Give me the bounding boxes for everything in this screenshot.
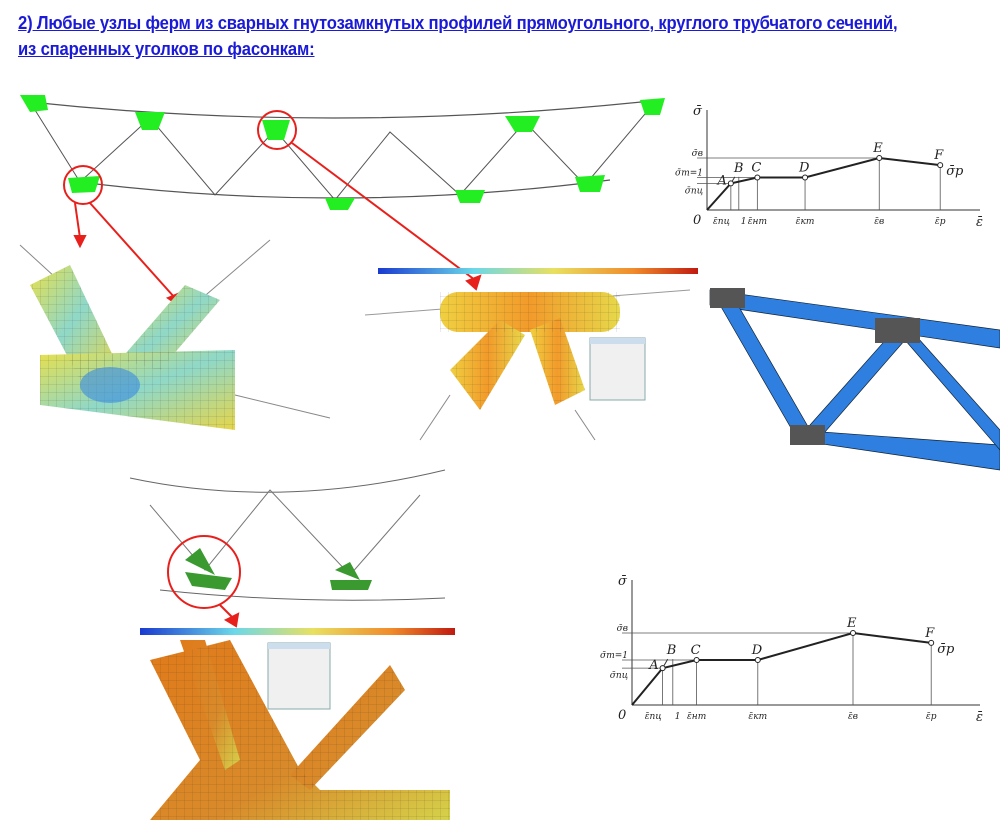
x-tick-label: ε̄кт <box>748 712 767 722</box>
point-label: C <box>691 643 701 658</box>
point-F <box>937 162 944 169</box>
x-tick-label: ε̄нт <box>687 712 706 722</box>
point-F <box>928 639 935 646</box>
point-A <box>659 665 666 672</box>
blue-truss-3d-image <box>709 288 1000 471</box>
x-tick-label: ε̄р <box>926 712 937 722</box>
x-tick-label: 1 <box>741 217 747 227</box>
title-line-2: из спаренных уголков по фасонкам: <box>18 38 315 59</box>
y-axis-label: σ̄ <box>693 104 703 119</box>
fracture-dialog <box>589 337 646 401</box>
end-label: σ̄р <box>937 642 955 657</box>
y-tick-label: σ̄в <box>617 624 628 634</box>
fe-round-tube-joint-image <box>364 268 698 441</box>
point-D <box>802 174 809 181</box>
title-line-1: 2) Любые узлы ферм из сварных гнутозамкн… <box>18 12 898 33</box>
point-E <box>850 630 856 636</box>
x-tick-label: ε̄кт <box>796 217 815 227</box>
y-tick-label: σ̄пц <box>610 671 628 681</box>
truss-nodes <box>20 95 665 210</box>
y-tick-label: σ̄т=1 <box>600 651 628 661</box>
x-tick-label: ε̄нт <box>748 217 767 227</box>
point-label: A <box>716 173 726 188</box>
fe-rect-tube-joint-image <box>19 239 331 430</box>
callout-arrow-3 <box>219 604 240 628</box>
x-tick-label: ε̄в <box>874 217 884 227</box>
stress-strain-chart-2: ε̄ σ̄ 0 σ̄в σ̄т=1 σ̄пц ε̄пц 1 ε̄нт ε̄кт ε̄в ε̄р A C D E… <box>600 574 983 725</box>
y-tick-label: σ̄в <box>692 149 703 159</box>
point-label: D <box>798 161 810 176</box>
point-label: B <box>733 161 744 176</box>
point-D <box>754 657 761 663</box>
x-tick-label: ε̄в <box>848 712 858 722</box>
origin-label: 0 <box>693 213 701 228</box>
x-axis-label: ε̄ <box>976 710 983 725</box>
y-tick-label: σ̄т=1 <box>675 169 703 179</box>
point-label: F <box>933 148 944 163</box>
stress-strain-curve <box>631 631 932 706</box>
x-tick-label: ε̄пц <box>713 217 730 227</box>
point-label: D <box>751 643 763 658</box>
fracture-dialog-2 <box>267 642 331 710</box>
x-tick-label: 1 <box>675 712 681 722</box>
point-label: F <box>924 626 935 641</box>
color-scale-bar <box>378 268 698 274</box>
truss-bottom-diagram <box>129 469 446 628</box>
truss-top-diagram <box>20 95 665 307</box>
point-label: B <box>666 643 677 658</box>
callout-arrows <box>73 142 482 307</box>
point-label: A <box>648 658 658 673</box>
point-A <box>727 180 734 187</box>
callout-circle-1 <box>63 165 103 205</box>
fe-double-angle-gusset-image <box>140 628 455 820</box>
x-tick-label: ε̄р <box>935 217 946 227</box>
point-C <box>693 657 700 663</box>
x-axis-label: ε̄ <box>976 215 983 230</box>
callout-circle-2 <box>257 110 297 150</box>
point-label: C <box>751 161 761 176</box>
point-label: E <box>872 141 883 156</box>
point-label: E <box>846 616 857 631</box>
point-E <box>876 155 883 161</box>
color-scale-bar-2 <box>140 628 455 635</box>
x-tick-label: ε̄пц <box>645 712 662 722</box>
y-axis-label: σ̄ <box>618 574 628 589</box>
origin-label: 0 <box>618 708 626 723</box>
point-C <box>754 174 761 181</box>
stress-strain-curve <box>706 156 941 211</box>
callout-circle-3 <box>167 535 241 609</box>
end-label: σ̄р <box>946 164 964 179</box>
y-tick-label: σ̄пц <box>685 186 703 196</box>
